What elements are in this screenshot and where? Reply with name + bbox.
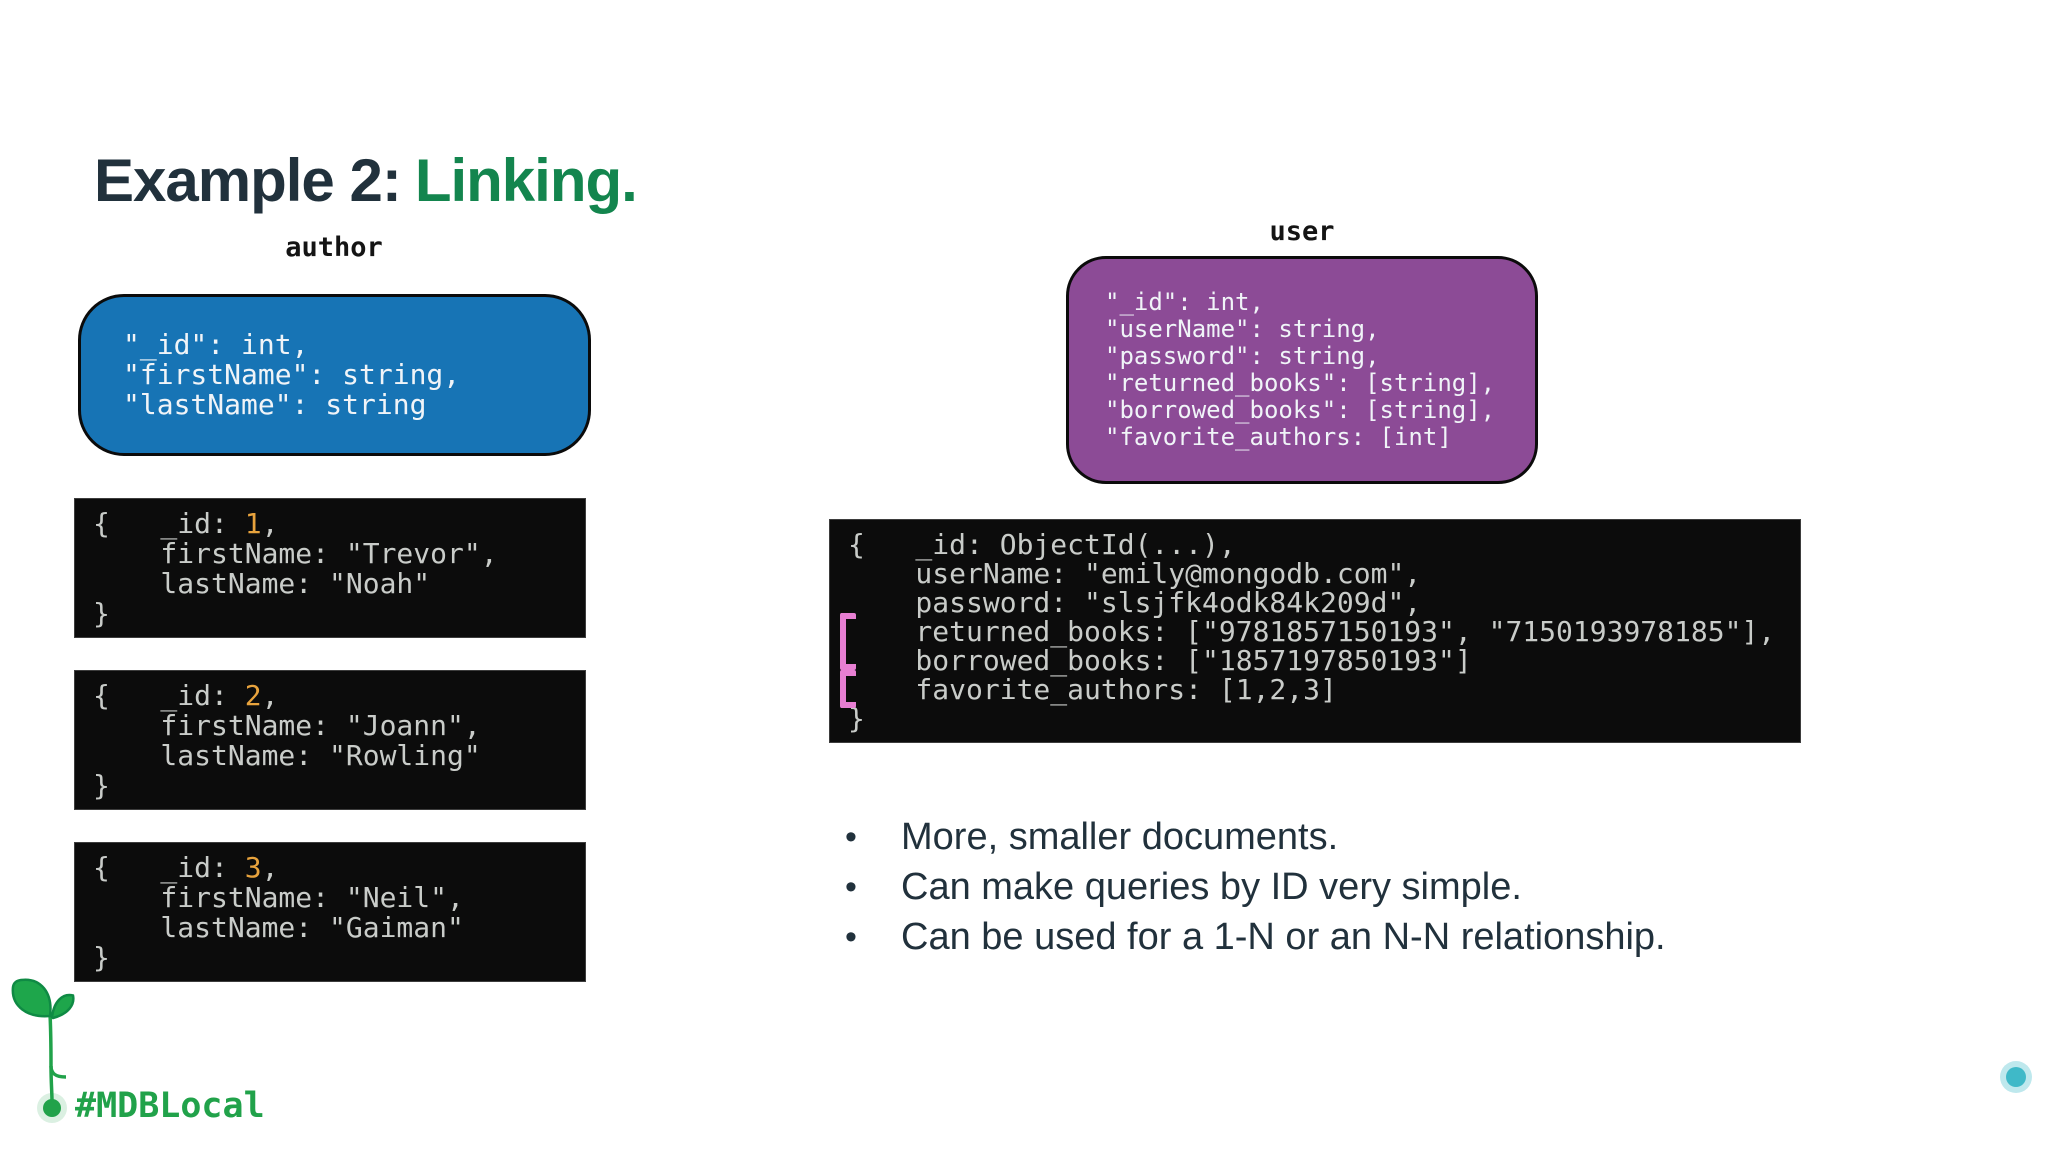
timeline-end-dot (2006, 1067, 2026, 1087)
author-document-1: { _id: 1, firstName: "Trevor", lastName:… (74, 498, 586, 638)
author-document-3: { _id: 3, firstName: "Neil", lastName: "… (74, 842, 586, 982)
author-document-2: { _id: 2, firstName: "Joann", lastName: … (74, 670, 586, 810)
page-title: Example 2:Linking. (94, 146, 638, 215)
page-title-highlight: Linking. (414, 147, 638, 214)
user-schema-line: "favorite_authors: [int] (1105, 423, 1452, 451)
user-schema-line: "_id": int, (1105, 288, 1264, 316)
author-schema-line: "_id": int, (123, 328, 309, 361)
code-text: , (261, 507, 279, 540)
code-line: firstName: "Trevor", (93, 537, 498, 570)
user-schema-box: "_id": int, "userName": string, "passwor… (1066, 256, 1538, 484)
code-line: } (93, 597, 110, 630)
code-line: firstName: "Neil", (93, 881, 464, 914)
takeaway-list: More, smaller documents. Can make querie… (845, 818, 1666, 968)
user-schema-line: "userName": string, (1105, 315, 1380, 343)
code-text: , (261, 679, 279, 712)
author-schema-line: "firstName": string, (123, 358, 461, 391)
timeline-start-dot (43, 1099, 61, 1117)
timeline-start-dot-halo (37, 1093, 67, 1123)
code-line: lastName: "Rowling" (93, 739, 481, 772)
takeaway-item: Can make queries by ID very simple. (845, 868, 1666, 908)
takeaway-item: More, smaller documents. (845, 818, 1666, 858)
code-line: firstName: "Joann", (93, 709, 481, 742)
event-hashtag: #MDBLocal (75, 1086, 265, 1126)
code-text: , (261, 851, 279, 884)
code-line: userName: "emily@mongodb.com", (848, 557, 1422, 590)
seedling-leaf-small (50, 993, 75, 1020)
code-text: { _id: (93, 507, 245, 540)
code-text: { _id: (93, 851, 245, 884)
annotation-bracket-authors (840, 670, 856, 708)
code-line: favorite_authors: [1,2,3] (848, 673, 1337, 706)
code-line: } (848, 702, 865, 735)
code-line: password: "slsjfk4odk84k209d", (848, 586, 1422, 619)
code-text: { _id: (93, 679, 245, 712)
code-line: borrowed_books: ["1857197850193"] (848, 644, 1472, 677)
code-line: } (93, 769, 110, 802)
user-schema-line: "returned_books": [string], (1105, 369, 1496, 397)
user-schema-line: "password": string, (1105, 342, 1380, 370)
seedling-leaf-large (11, 978, 52, 1018)
code-line: lastName: "Noah" (93, 567, 431, 600)
id-value: 2 (244, 679, 262, 712)
code-line: { _id: 3, (93, 853, 585, 883)
id-value: 3 (244, 851, 262, 884)
annotation-bracket-books (840, 613, 856, 670)
takeaway-item: Can be used for a 1-N or an N-N relation… (845, 918, 1666, 958)
code-line: { _id: 2, (93, 681, 585, 711)
code-line: } (93, 941, 110, 974)
user-schema-line: "borrowed_books": [string], (1105, 396, 1496, 424)
user-collection-label: user (1269, 216, 1335, 247)
seedling-icon (11, 978, 75, 1123)
code-line: lastName: "Gaiman" (93, 911, 464, 944)
user-document-box: { _id: ObjectId(...), userName: "emily@m… (829, 519, 1801, 743)
page-title-prefix: Example 2: (94, 147, 402, 214)
timeline-end-dot-halo (2000, 1061, 2032, 1093)
code-line: { _id: 1, (93, 509, 585, 539)
author-schema-line: "lastName": string (123, 388, 427, 421)
author-schema-box: "_id": int, "firstName": string, "lastNa… (78, 294, 591, 456)
seedling-stem (48, 1013, 67, 1079)
id-value: 1 (244, 507, 262, 540)
author-collection-label: author (285, 232, 383, 263)
seedling-stem-branch (49, 1065, 54, 1102)
code-line: { _id: ObjectId(...), (848, 528, 1236, 561)
code-line: returned_books: ["9781857150193", "71501… (848, 615, 1776, 648)
